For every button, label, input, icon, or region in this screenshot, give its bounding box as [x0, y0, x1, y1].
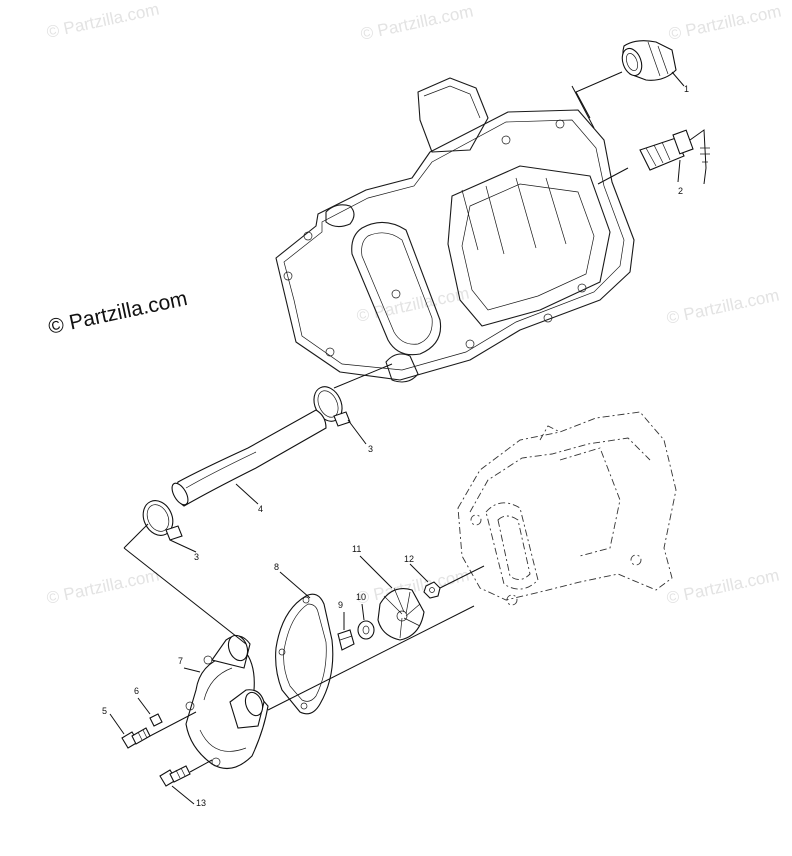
callout-7: 7 [178, 656, 183, 666]
watermark: © Partzilla.com [665, 286, 781, 328]
part-9-seal-detail [339, 635, 353, 641]
callout-6: 6 [134, 686, 139, 696]
part-11-impeller [377, 587, 425, 641]
callout-9: 9 [338, 600, 343, 610]
part-1-fitting [621, 40, 677, 81]
callout-13: 13 [196, 798, 206, 808]
callout-5: 5 [102, 706, 107, 716]
part-10-washer [357, 620, 375, 640]
cylinder-head-assembly [275, 77, 635, 383]
watermark: © Partzilla.com [355, 284, 471, 326]
callout-3-upper: 3 [368, 444, 373, 454]
callout-8: 8 [274, 562, 279, 572]
watermark: © Partzilla.com [45, 566, 161, 608]
callout-leaders [109, 71, 685, 805]
part-3-clamp-lower [142, 500, 183, 541]
callout-2: 2 [678, 186, 683, 196]
callout-12: 12 [404, 554, 414, 564]
part-9-seal [337, 629, 355, 651]
part-3-clamp-upper [313, 386, 351, 427]
callout-10: 10 [356, 592, 366, 602]
watermark: © Partzilla.com [45, 0, 161, 42]
crankcase-assembly [457, 411, 677, 606]
callout-1: 1 [684, 84, 689, 94]
watermark-prominent: © Partzilla.com [46, 287, 189, 339]
watermark: © Partzilla.com [665, 566, 781, 608]
part-6-washer [149, 713, 163, 727]
watermark: © Partzilla.com [359, 2, 475, 44]
part-7-pump-cover [185, 634, 269, 770]
part-5-bolt [121, 727, 151, 749]
callout-3-lower: 3 [194, 552, 199, 562]
part-4-hose [171, 409, 327, 507]
part-2-sensor [639, 129, 710, 185]
part-13-bolt [159, 765, 191, 787]
callout-11: 11 [352, 544, 361, 554]
assembly-lines [123, 71, 629, 773]
callout-4: 4 [258, 504, 263, 514]
part-12-nut [423, 581, 441, 599]
watermark: © Partzilla.com [667, 2, 783, 44]
part-8-gasket [275, 593, 334, 715]
callout-labels: 1 2 3 3 4 5 6 7 8 9 10 11 12 13 [102, 84, 689, 808]
